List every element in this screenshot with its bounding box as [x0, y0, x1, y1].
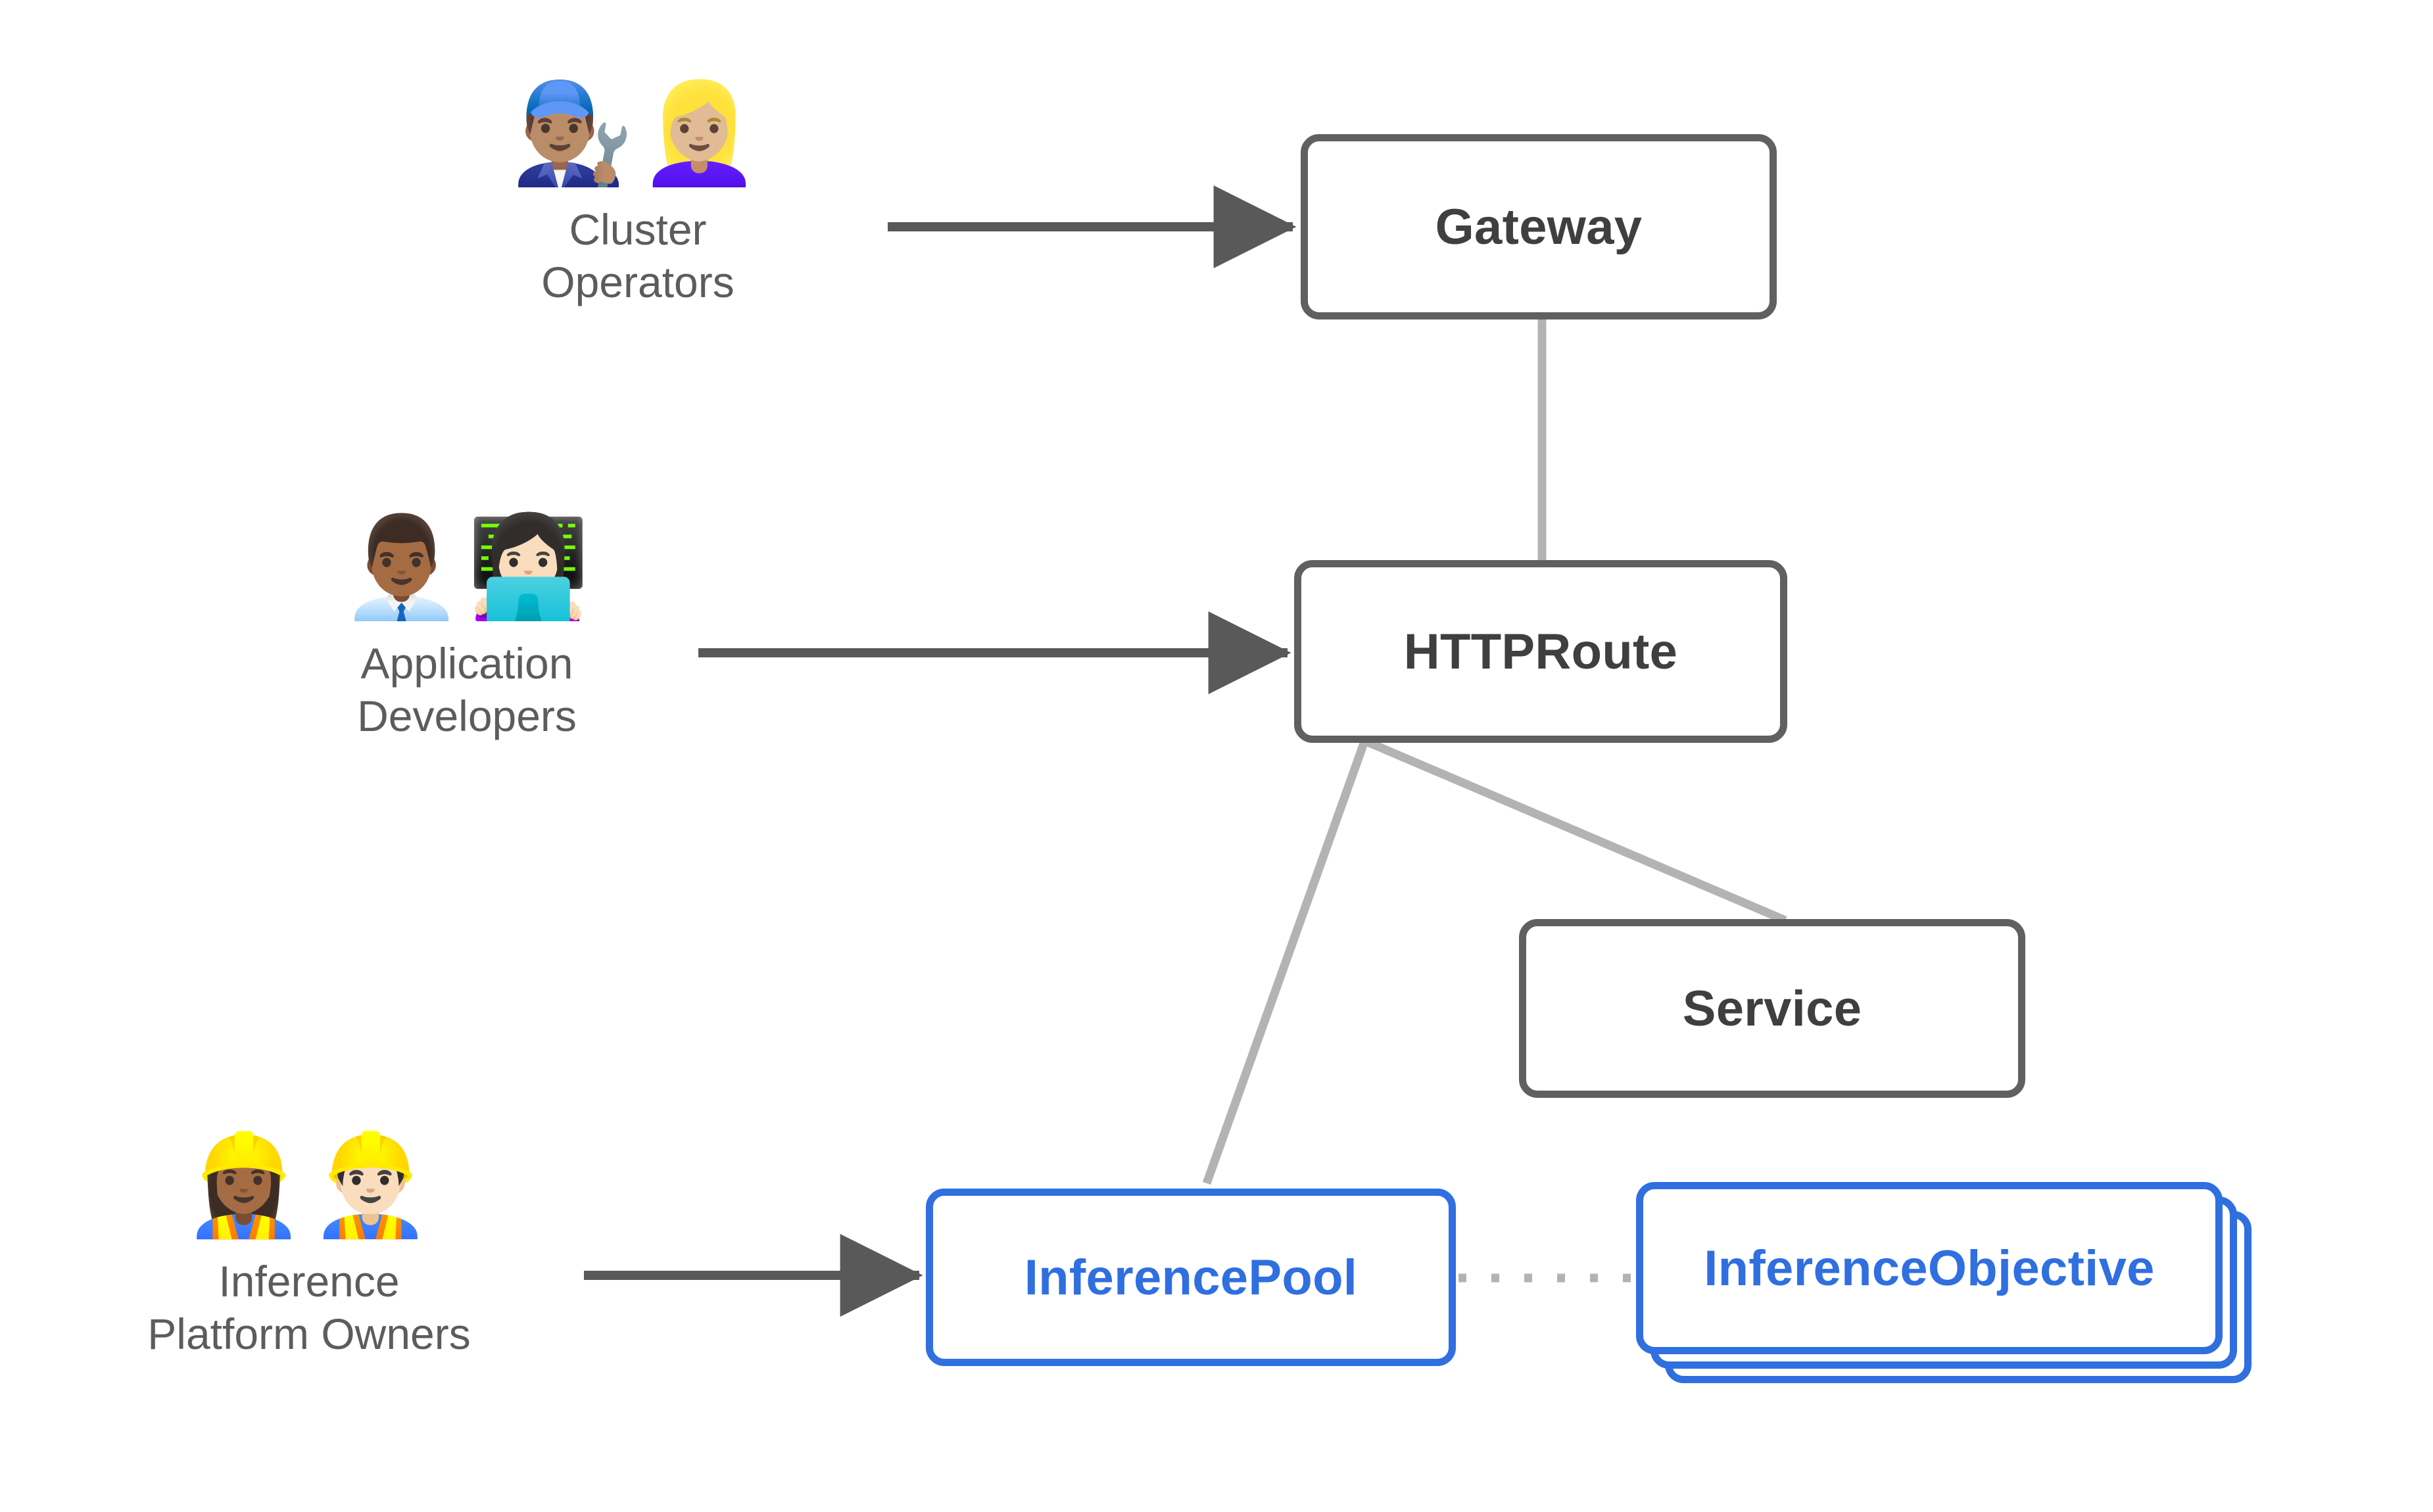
persona-application-developers: 👨🏾‍💼👩🏻‍💻 Application Developers [322, 510, 612, 743]
application-developers-label: Application Developers [357, 638, 577, 741]
cluster-operators-emoji: 👨🏽‍🔧👱🏼‍♀️ [511, 76, 765, 191]
node-service[interactable]: Service [1519, 919, 2025, 1098]
node-inferencepool[interactable]: InferencePool [926, 1189, 1456, 1366]
persona-inference-platform-owners: 👷🏾‍♀️👷🏻‍♂️ Inference Platform Owners [99, 1128, 519, 1361]
persona-cluster-operators: 👨🏽‍🔧👱🏼‍♀️ Cluster Operators [500, 82, 776, 309]
node-service-label: Service [1682, 980, 1862, 1037]
node-inferenceobjective-stack[interactable]: InferenceObjective [1636, 1182, 2280, 1406]
cluster-operators-label: Cluster Operators [541, 204, 735, 307]
inference-platform-owners-label: Inference Platform Owners [147, 1256, 471, 1359]
edge-httproute-to-inferencepool [1202, 740, 1369, 1185]
application-developers-emoji: 👨🏾‍💼👩🏻‍💻 [340, 510, 594, 625]
node-httproute-label: HTTPRoute [1403, 623, 1678, 680]
node-gateway[interactable]: Gateway [1301, 134, 1777, 319]
node-httproute[interactable]: HTTPRoute [1294, 560, 1787, 743]
node-inferencepool-label: InferencePool [1024, 1249, 1358, 1306]
node-gateway-label: Gateway [1435, 199, 1643, 255]
edge-httproute-to-service [1364, 738, 1787, 924]
node-inferenceobjective-label: InferenceObjective [1704, 1240, 2155, 1296]
inference-platform-owners-emoji: 👷🏾‍♀️👷🏻‍♂️ [182, 1128, 436, 1242]
inferenceobjective-card-front[interactable]: InferenceObjective [1636, 1182, 2223, 1354]
